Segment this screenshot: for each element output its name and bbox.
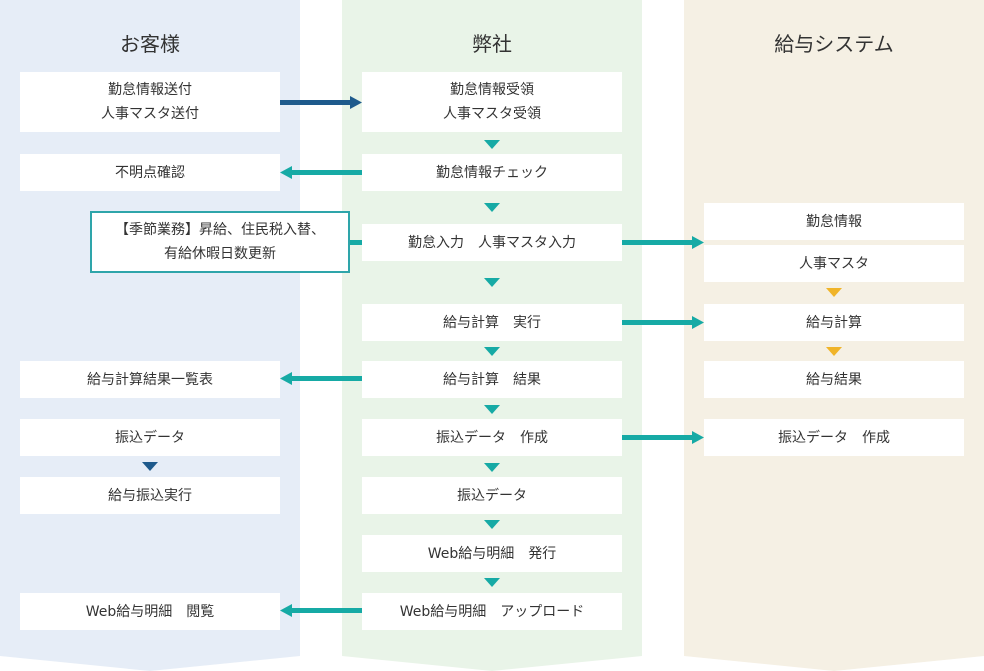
company-flow-arrow-7 [484,520,500,529]
company-web-payslip-issue-box: Web給与明細 発行 [362,535,622,572]
system-payroll-result-box: 給与結果 [704,361,964,398]
company-flow-arrow-5 [484,405,500,414]
company-flow-arrow-2 [484,203,500,212]
company-web-payslip-upload-box: Web給与明細 アップロード [362,593,622,630]
arrow-calc-run-to-system [622,316,704,329]
company-flow-arrow-6 [484,463,500,472]
company-transfer-data-box: 振込データ [362,477,622,514]
system-transfer-create-box: 振込データ 作成 [704,419,964,456]
customer-payroll-result-list-box: 給与計算結果一覧表 [20,361,280,398]
system-lane-title: 給与システム [774,32,894,56]
arrow-result-to-customer [280,372,362,385]
customer-web-payslip-view-box: Web給与明細 閲覧 [20,593,280,630]
arrow-seasonal-to-input [349,240,362,245]
company-calc-result-box: 給与計算 結果 [362,361,622,398]
company-flow-arrow-1 [484,140,500,149]
company-lane-title: 弊社 [472,32,512,56]
customer-flow-arrow [142,462,158,471]
arrow-transfer-to-system [622,431,704,444]
customer-transfer-data-box: 振込データ [20,419,280,456]
customer-payroll-transfer-box: 給与振込実行 [20,477,280,514]
arrow-send-to-company [280,96,362,109]
system-attendance-info-box: 勤怠情報 [704,203,964,240]
customer-check-unclear-box: 不明点確認 [20,154,280,191]
company-receive-attendance-box: 勤怠情報受領 人事マスタ受領 [362,72,622,132]
customer-seasonal-tasks-box: 【季節業務】昇給、住民税入替、 有給休暇日数更新 [90,211,350,273]
customer-send-attendance-box: 勤怠情報送付 人事マスタ送付 [20,72,280,132]
system-payroll-calc-box: 給与計算 [704,304,964,341]
arrow-check-to-customer [280,166,362,179]
arrow-input-to-system [622,236,704,249]
company-flow-arrow-8 [484,578,500,587]
system-flow-arrow-2 [826,347,842,356]
system-hr-master-box: 人事マスタ [704,245,964,282]
company-input-box: 勤怠入力 人事マスタ入力 [362,224,622,261]
system-flow-arrow-1 [826,288,842,297]
company-calc-run-box: 給与計算 実行 [362,304,622,341]
company-flow-arrow-3 [484,278,500,287]
company-attendance-check-box: 勤怠情報チェック [362,154,622,191]
customer-lane-title: お客様 [120,32,180,56]
company-transfer-create-box: 振込データ 作成 [362,419,622,456]
company-flow-arrow-4 [484,347,500,356]
arrow-upload-to-customer [280,604,362,617]
